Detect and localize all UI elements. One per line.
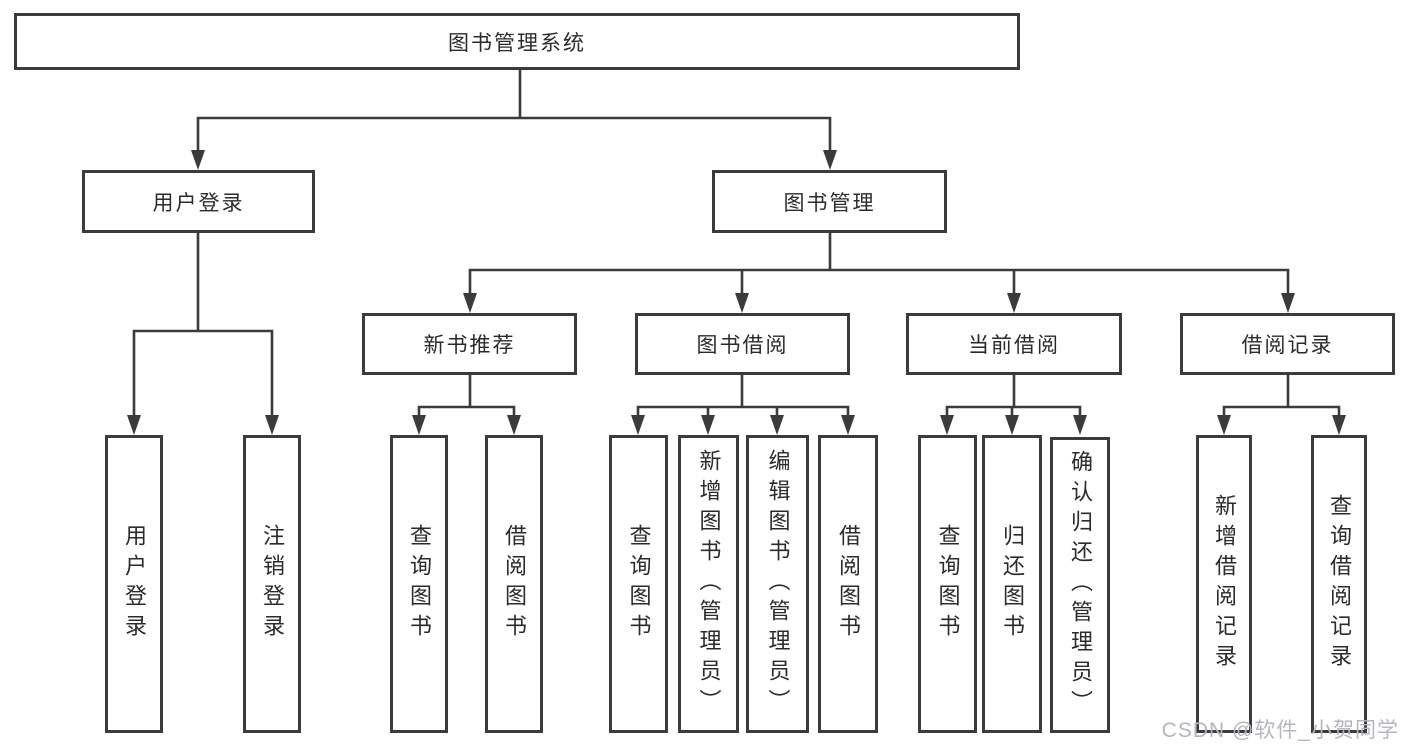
node-borrowing-records: 借阅记录 <box>1180 313 1395 375</box>
leaf-bb-query-book-label: 查询图书 <box>626 524 652 644</box>
node-root: 图书管理系统 <box>14 13 1020 70</box>
node-book-borrowing-label: 图书借阅 <box>696 334 789 357</box>
leaf-cb-return-book-label: 归还图书 <box>1000 524 1025 644</box>
leaf-cb-query-book: 查询图书 <box>918 435 977 733</box>
leaf-bb-query-book: 查询图书 <box>609 435 668 733</box>
leaf-cb-query-book-label: 查询图书 <box>935 524 961 644</box>
leaf-br-query-record-label: 查询借阅记录 <box>1327 494 1352 674</box>
node-new-book-recommendation: 新书推荐 <box>362 313 577 375</box>
leaf-bb-borrow-book: 借阅图书 <box>818 435 878 733</box>
leaf-rec-borrow-book-label: 借阅图书 <box>502 524 527 644</box>
leaf-user-login: 用户登录 <box>105 435 163 733</box>
node-current-borrowing-label: 当前借阅 <box>968 334 1060 357</box>
leaf-cb-confirm-return-label: 确认归还（管理员） <box>1068 450 1093 720</box>
leaf-cb-confirm-return: 确认归还（管理员） <box>1050 437 1110 733</box>
leaf-bb-edit-book: 编辑图书（管理员） <box>746 435 809 733</box>
watermark: CSDN @软件_小贺同学 <box>1161 719 1399 742</box>
node-book-borrowing: 图书借阅 <box>635 313 850 375</box>
node-new-book-recommendation-label: 新书推荐 <box>423 334 516 357</box>
leaf-rec-borrow-book: 借阅图书 <box>485 435 543 733</box>
leaf-logout: 注销登录 <box>243 435 301 733</box>
leaf-cb-return-book: 归还图书 <box>982 435 1042 733</box>
node-root-label: 图书管理系统 <box>448 31 586 55</box>
leaf-logout-label: 注销登录 <box>260 524 285 644</box>
leaf-bb-edit-book-label: 编辑图书（管理员） <box>765 449 791 719</box>
node-user-login-label: 用户登录 <box>152 191 245 215</box>
leaf-bb-borrow-book-label: 借阅图书 <box>836 524 861 644</box>
leaf-br-add-record: 新增借阅记录 <box>1196 435 1252 733</box>
leaf-br-add-record-label: 新增借阅记录 <box>1212 494 1237 674</box>
leaf-br-query-record: 查询借阅记录 <box>1311 435 1367 733</box>
node-book-management: 图书管理 <box>712 170 947 233</box>
node-user-login: 用户登录 <box>82 170 315 233</box>
leaf-rec-query-book-label: 查询图书 <box>407 524 432 644</box>
node-current-borrowing: 当前借阅 <box>906 313 1122 375</box>
leaf-user-login-label: 用户登录 <box>122 524 147 644</box>
leaf-bb-add-book-label: 新增图书（管理员） <box>696 449 722 719</box>
leaf-bb-add-book: 新增图书（管理员） <box>678 435 739 733</box>
node-book-management-label: 图书管理 <box>783 191 876 215</box>
node-borrowing-records-label: 借阅记录 <box>1241 334 1334 357</box>
leaf-rec-query-book: 查询图书 <box>390 435 448 733</box>
